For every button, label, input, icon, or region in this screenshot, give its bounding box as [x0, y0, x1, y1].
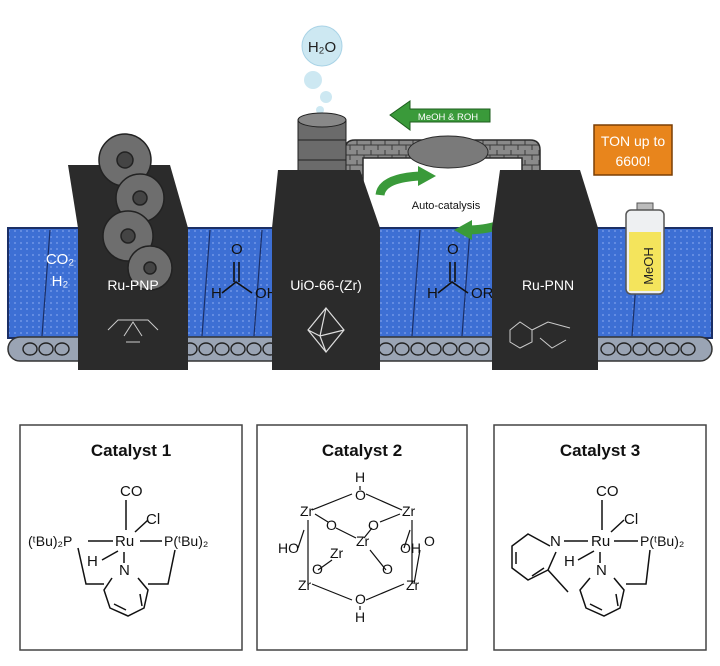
station-uio-66: UiO-66-(Zr)	[272, 112, 380, 370]
octahedron-icon	[307, 307, 345, 353]
mini-catalyst-1-icon	[107, 319, 159, 343]
catalyst-card-3: Catalyst 3 CO Cl Ru P(ᵗBu)₂ N H N	[493, 424, 707, 651]
c2-zr-4: Zr	[330, 545, 344, 561]
c2-h-top: H	[355, 469, 365, 485]
c2-ho: HO	[278, 540, 299, 556]
water-label: H₂O	[308, 39, 336, 56]
ton-line-1: TON up to	[601, 133, 666, 149]
recycle-arrow: MeOH & ROH	[389, 100, 491, 131]
c2-h-bottom: H	[355, 609, 365, 625]
catalyst-1-structure: CO Cl Ru (ᵗBu)₂P P(ᵗBu)₂ H N	[28, 483, 208, 617]
catalyst-3-structure: CO Cl Ru P(ᵗBu)₂ N H N	[511, 483, 684, 617]
c3-cl: Cl	[624, 511, 638, 528]
c2-o-3: O	[368, 517, 379, 533]
c2-zr-6: Zr	[406, 577, 420, 593]
catalyst-card-1: Catalyst 1 CO Cl Ru (ᵗBu)₂P P(ᵗBu)₂ H N	[19, 424, 243, 651]
formic-oh: OH	[255, 285, 278, 302]
c2-o-top: O	[355, 487, 366, 503]
feed-co2: CO₂	[46, 251, 75, 268]
conveyor-scene: H₂O TON up to 6600! MeOH & ROH	[7, 25, 713, 370]
c3-n-center: N	[596, 562, 607, 579]
c2-o-4: O	[424, 533, 435, 549]
water-bubbles: H₂O	[301, 25, 343, 114]
c3-p-right: P(ᵗBu)₂	[640, 533, 684, 549]
c2-zr-3: Zr	[356, 533, 370, 549]
c1-h: H	[87, 553, 98, 570]
station-ru-pnp: Ru-PNP	[68, 133, 188, 370]
c2-zr-1: Zr	[300, 503, 314, 519]
c3-h: H	[564, 553, 575, 570]
station2-label: UiO-66-(Zr)	[290, 277, 362, 293]
c1-cl: Cl	[146, 511, 160, 528]
ester-o: O	[447, 241, 459, 258]
c2-zr-2: Zr	[402, 503, 416, 519]
c2-o-bottom: O	[355, 591, 366, 607]
c2-o-6: O	[382, 561, 393, 577]
gears-icon	[98, 133, 173, 291]
c1-p-left: (ᵗBu)₂P	[28, 533, 72, 549]
c1-ru: Ru	[115, 533, 134, 550]
c3-ru: Ru	[591, 533, 610, 550]
mini-catalyst-3-icon	[509, 321, 571, 349]
c2-oh: OH	[400, 540, 421, 556]
catalyst-2-title: Catalyst 2	[322, 441, 402, 460]
feed-h2: H₂	[52, 273, 69, 290]
recycle-arrow-label: MeOH & ROH	[418, 112, 478, 123]
ester-or: OR	[471, 285, 494, 302]
catalyst-2-structure: H O Zr Zr O O Zr HO OH Zr O O O Zr Zr O …	[278, 469, 435, 625]
ton-badge: TON up to 6600!	[593, 124, 673, 176]
catalyst-3-title: Catalyst 3	[560, 441, 640, 460]
c1-n: N	[119, 562, 130, 579]
c1-p-right: P(ᵗBu)₂	[164, 533, 208, 549]
formic-o: O	[231, 241, 243, 258]
station3-label: Ru-PNN	[522, 277, 574, 293]
ton-line-2: 6600!	[615, 153, 650, 169]
catalyst-card-2: Catalyst 2 H O Zr Zr O O Zr HO OH Zr O O…	[256, 424, 468, 651]
feed-label: CO₂ H₂	[46, 251, 75, 290]
formic-acid: H OH O	[211, 241, 278, 302]
ester-h: H	[427, 285, 438, 302]
barrel-icon	[297, 112, 347, 181]
c2-o-5: O	[312, 561, 323, 577]
autocatalysis-label: Auto-catalysis	[412, 200, 481, 212]
methanol-battery-icon: MeOH	[625, 202, 665, 295]
brick-pipe	[344, 135, 541, 219]
c3-n-left: N	[550, 533, 561, 550]
formic-h: H	[211, 285, 222, 302]
catalyst-1-title: Catalyst 1	[91, 441, 171, 460]
station-ru-pnn: Ru-PNN	[492, 170, 598, 370]
c2-zr-5: Zr	[298, 577, 312, 593]
c3-co: CO	[596, 483, 619, 500]
formate-ester: H OR O	[427, 241, 494, 302]
product-label: MeOH	[641, 247, 656, 285]
station1-label: Ru-PNP	[107, 277, 158, 293]
c2-o-2: O	[326, 517, 337, 533]
c1-co: CO	[120, 483, 143, 500]
